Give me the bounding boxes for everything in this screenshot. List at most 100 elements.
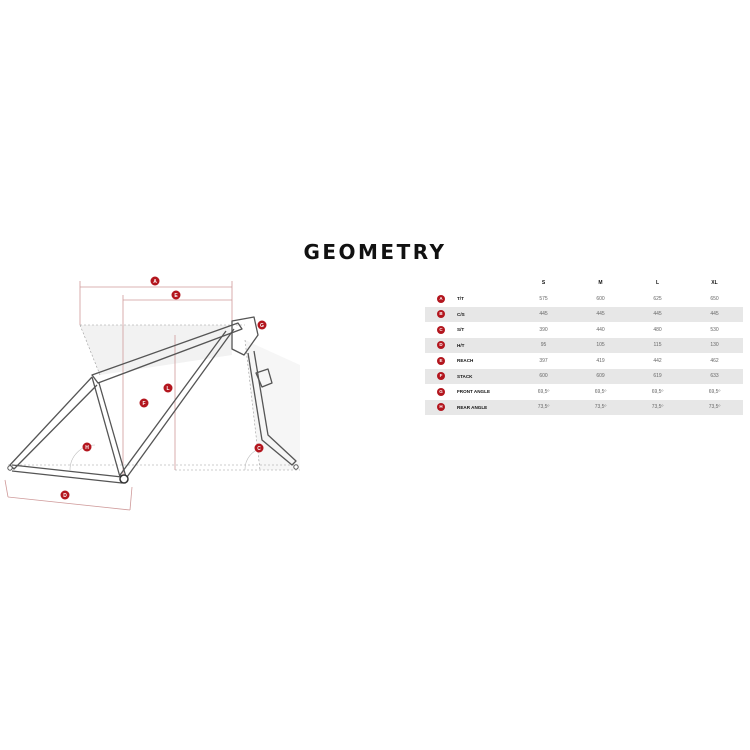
svg-text:A: A [153, 279, 157, 285]
top-tube [91, 322, 243, 384]
row-letter-cell: H [425, 399, 457, 415]
value-cell-l: 115 [629, 337, 686, 353]
value-cell-s: 445 [515, 306, 572, 322]
row-measure-name: T/T [457, 296, 464, 302]
callout-F: F [139, 398, 149, 408]
value-cell-s: 600 [515, 368, 572, 384]
value-cell-m: 600 [596, 295, 605, 302]
value-cell-xl: 530 [710, 326, 719, 333]
header-size-s: S [541, 280, 546, 286]
bike-frame-diagram: A E G L F H C D [4, 276, 300, 511]
rear-angle-arc [69, 444, 96, 471]
value-cell-l: 445 [629, 306, 686, 322]
row-measure-name: C/S [457, 306, 515, 322]
header-size-m: M [598, 280, 603, 286]
row-letter-badge: G [437, 387, 445, 396]
svg-text:H: H [85, 445, 89, 451]
chain-stay [11, 464, 123, 484]
header-size-l: L [655, 280, 660, 286]
row-letter-cell: C [425, 322, 457, 338]
row-measure-name: FRONT ANGLE [457, 389, 491, 395]
value-cell-xl: 633 [686, 368, 743, 384]
value-cell-m: 440 [596, 326, 605, 333]
head-tube [231, 316, 259, 356]
table-row: G FRONT ANGLE 69,5º 69,5º 69,5º 69,5º [425, 384, 743, 400]
row-letter-badge: H [437, 403, 445, 412]
value-cell-xl: 130 [686, 337, 743, 353]
row-letter-badge: F [437, 372, 445, 381]
header-spacer [425, 275, 457, 291]
frame-shadow-fill [80, 325, 232, 375]
value-cell-xl: 462 [710, 357, 719, 364]
callout-D: D [60, 490, 70, 500]
page-title: GEOMETRY [303, 240, 447, 264]
row-measure-name: S/T [457, 327, 465, 333]
seat-stay [9, 376, 98, 470]
value-cell-m: 609 [572, 368, 629, 384]
value-cell-xl: 69,5º [708, 388, 721, 395]
value-cell-s: 73,5º [515, 399, 572, 415]
header-label-spacer [457, 275, 515, 291]
row-letter-cell: B [425, 306, 457, 322]
bottom-bracket-icon [119, 474, 129, 484]
value-cell-m: 69,5º [594, 388, 607, 395]
row-letter-badge: A [437, 294, 445, 303]
callout-H: H [82, 442, 92, 452]
value-cell-l: 480 [653, 326, 662, 333]
row-letter-badge: E [437, 356, 445, 365]
value-cell-s: 95 [515, 337, 572, 353]
row-letter-cell: F [425, 368, 457, 384]
value-cell-l: 619 [629, 368, 686, 384]
callout-E: E [171, 290, 181, 300]
value-cell-xl: 650 [710, 295, 719, 302]
seat-tube [91, 376, 127, 478]
value-cell-m: 73,5º [572, 399, 629, 415]
row-measure-name: STACK [457, 368, 515, 384]
svg-text:C: C [257, 446, 261, 452]
value-cell-s: 390 [539, 326, 548, 333]
callout-C: C [254, 443, 264, 453]
value-cell-l: 625 [653, 295, 662, 302]
row-letter-cell: G [425, 384, 457, 400]
svg-text:F: F [142, 401, 145, 407]
fork-shadow-fill [245, 340, 300, 470]
table-row: C S/T 390 440 480 530 [425, 322, 743, 338]
value-cell-l: 69,5º [651, 388, 664, 395]
row-measure-name: H/T [457, 337, 515, 353]
row-letter-cell: E [425, 353, 457, 369]
svg-text:L: L [166, 386, 169, 392]
svg-text:E: E [174, 293, 178, 299]
fork [247, 350, 297, 466]
value-cell-s: 575 [539, 295, 548, 302]
svg-text:G: G [260, 323, 264, 329]
value-cell-s: 397 [539, 357, 548, 364]
front-dropout-icon [293, 464, 299, 470]
value-cell-m: 445 [572, 306, 629, 322]
svg-text:D: D [63, 493, 67, 499]
value-cell-xl: 445 [686, 306, 743, 322]
fork-crown [255, 368, 273, 388]
table-row: A T/T 575 600 625 650 [425, 291, 743, 307]
row-letter-badge: B [437, 310, 445, 319]
row-letter-badge: C [437, 325, 445, 334]
table-header-row: S M L XL [425, 275, 743, 291]
value-cell-l: 442 [653, 357, 662, 364]
rear-dropout-icon [7, 465, 13, 471]
callout-A: A [150, 276, 160, 286]
value-cell-xl: 73,5º [686, 399, 743, 415]
callout-G: G [257, 320, 267, 330]
value-cell-s: 69,5º [537, 388, 550, 395]
header-size-xl: XL [711, 280, 718, 286]
row-letter-cell: D [425, 337, 457, 353]
row-measure-name: REAR ANGLE [457, 399, 515, 415]
value-cell-m: 419 [596, 357, 605, 364]
dimension-lines [4, 281, 233, 511]
value-cell-l: 73,5º [629, 399, 686, 415]
